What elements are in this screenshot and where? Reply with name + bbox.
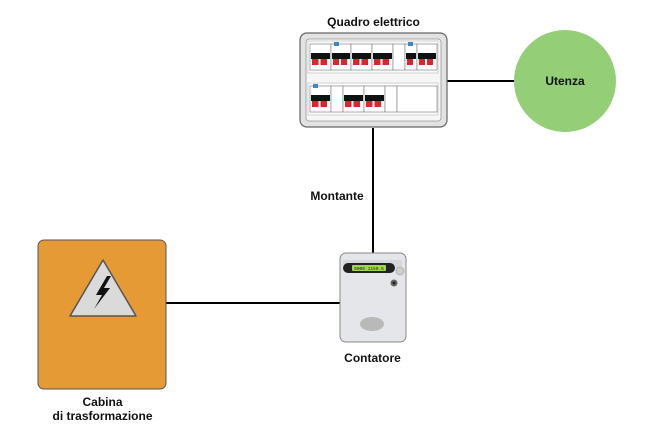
breaker-handle (352, 53, 371, 59)
breaker-switch (345, 101, 352, 107)
electrical-panel (299, 32, 448, 128)
transformer-cabin (37, 239, 167, 390)
breaker-switch (353, 101, 360, 107)
breaker-switch (374, 59, 381, 65)
panel-label: Quadro elettrico (327, 15, 420, 29)
breaker-handle (332, 53, 350, 59)
breaker-switch (320, 101, 327, 107)
breaker-tag (313, 84, 318, 88)
breaker-switch (312, 59, 319, 65)
breaker-switch (427, 59, 433, 65)
high-voltage-warning-icon (69, 259, 137, 317)
breaker-switch (320, 59, 327, 65)
breaker-switch (366, 101, 373, 107)
breaker-handle (365, 95, 384, 101)
cabin-label-line1: Cabina (82, 395, 123, 409)
breaker-switch (419, 59, 425, 65)
user-label: Utenza (545, 74, 585, 88)
breaker-switch (374, 101, 381, 107)
breaker-module (384, 85, 398, 113)
breaker-module (330, 85, 344, 113)
breaker-handle (311, 95, 330, 101)
breaker-switch (407, 59, 413, 65)
breaker-switch (382, 59, 389, 65)
meter-label: Contatore (344, 351, 401, 365)
breaker-handle (344, 95, 363, 101)
breaker-handle (373, 53, 392, 59)
breaker-switch (353, 59, 360, 65)
breaker-switch (312, 101, 319, 107)
breaker-tag (334, 42, 339, 46)
breaker-handle (406, 53, 416, 59)
breaker-module (392, 43, 406, 71)
breaker-switch (341, 59, 347, 65)
cabin-label-line2: di trasformazione (52, 409, 153, 423)
user-circle-icon (514, 30, 616, 132)
electricity-meter: 0000 1150.5 (339, 252, 407, 343)
breaker-handle (418, 53, 436, 59)
breaker-rows (307, 40, 439, 116)
breaker-switch (361, 59, 368, 65)
meter-display: 0000 1150.5 (354, 266, 384, 272)
breaker-handle (311, 53, 330, 59)
riser-label: Montante (310, 189, 364, 203)
breaker-module (396, 85, 438, 113)
breaker-tag (408, 42, 413, 46)
breaker-switch (333, 59, 339, 65)
